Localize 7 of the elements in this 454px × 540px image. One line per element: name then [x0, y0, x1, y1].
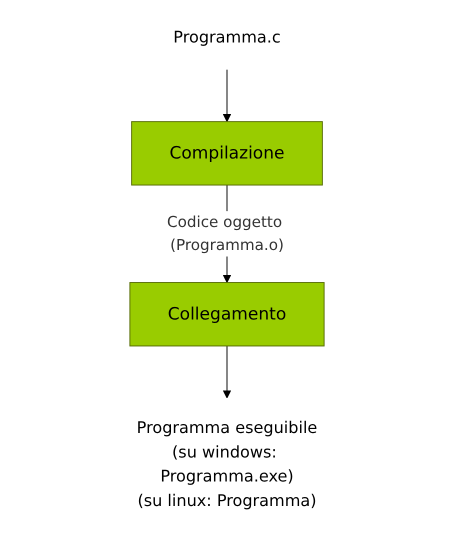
node-text: Programma eseguibile (su windows: Programma.exe) (su linux: Programma): [136, 418, 318, 510]
arrow: [222, 69, 232, 122]
arrow: [222, 345, 232, 398]
node-box: Collegamento: [129, 282, 325, 346]
node-text: Programma.c: [173, 28, 281, 48]
node-box: Compilazione: [131, 121, 323, 186]
edge-label: Codice oggetto (Programma.o): [167, 212, 284, 254]
